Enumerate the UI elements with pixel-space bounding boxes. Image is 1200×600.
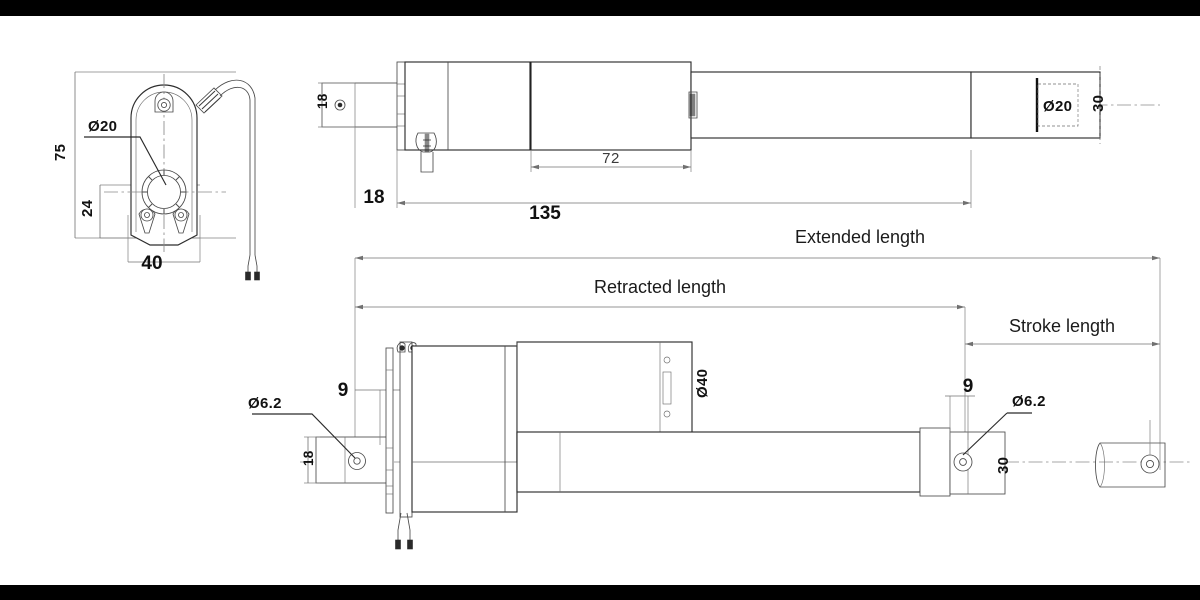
label-18-lower: 18 [363, 187, 384, 208]
label-30-front-clevis: 30 [995, 457, 1012, 474]
letterbox-top [0, 0, 1200, 16]
label-40: 40 [141, 253, 162, 274]
top-dim-135: 135 [396, 150, 972, 224]
front-view-group: Ø20 75 24 40 [52, 71, 260, 281]
top-inner-tube [688, 71, 972, 139]
bottom-side-view-group: Extended length Retracted length Stroke … [248, 227, 1190, 550]
dim-retracted-length: Retracted length [355, 277, 966, 440]
bottom-left-bore-leader [252, 413, 356, 459]
label-18-rear-clevis: 18 [301, 450, 316, 466]
label-retracted-length: Retracted length [594, 277, 726, 297]
bracket-hole-top [154, 91, 174, 113]
top-side-view-group: 18 [315, 61, 1160, 224]
bottom-motor-housing [411, 345, 518, 513]
letterbox-bottom [0, 585, 1200, 600]
label-dia-6-2-rear: Ø6.2 [248, 395, 282, 412]
top-outer-tube [530, 61, 692, 151]
label-30-rodend: 30 [1090, 95, 1107, 112]
label-135: 135 [529, 203, 561, 224]
bottom-extension-tube [516, 431, 921, 493]
top-front-rod-end [970, 71, 1101, 139]
top-connector-block [415, 132, 437, 173]
cable-gland [195, 87, 223, 114]
label-dia-20-front: Ø20 [88, 118, 117, 135]
top-rear-clevis [321, 82, 401, 128]
bottom-rod-collar [919, 427, 951, 497]
bottom-right-bore-leader [962, 412, 1032, 456]
top-dim-18-lower: 18 [354, 127, 385, 208]
label-9-right: 9 [963, 376, 974, 397]
top-motor-housing [404, 61, 533, 151]
top-mount-flange [396, 61, 406, 151]
front-view-bore-leader [84, 136, 167, 186]
bracket-bore [141, 169, 187, 215]
bottom-cable-leads [395, 512, 413, 550]
bracket-hole-bottom-left [138, 208, 156, 234]
bottom-dim-9-right: 9 [945, 376, 975, 440]
label-24: 24 [79, 199, 96, 217]
label-72: 72 [602, 150, 620, 167]
label-dia-6-2-front: Ø6.2 [1012, 393, 1046, 410]
front-view-dim-40 [127, 215, 201, 263]
label-dia-20-rodend: Ø20 [1043, 98, 1072, 115]
power-cable [214, 79, 260, 281]
label-dia-40: Ø40 [694, 369, 711, 398]
top-dim-18-vertical: 18 [315, 82, 355, 128]
label-9-left: 9 [338, 380, 349, 401]
bottom-rear-clevis: 18 [301, 436, 389, 484]
label-18-vertical: 18 [315, 93, 330, 109]
top-dim-72: 72 [530, 150, 692, 172]
bottom-mount-flange [385, 341, 417, 518]
label-stroke-length: Stroke length [1009, 316, 1115, 336]
dim-stroke-length: Stroke length [965, 316, 1160, 347]
bracket-hole-bottom-right [172, 208, 190, 234]
label-extended-length: Extended length [795, 227, 925, 247]
bottom-detached-rod-end [1095, 420, 1166, 488]
bottom-front-clevis [949, 431, 1006, 495]
label-75: 75 [52, 144, 69, 161]
dim-extended-length: Extended length [354, 227, 1161, 470]
